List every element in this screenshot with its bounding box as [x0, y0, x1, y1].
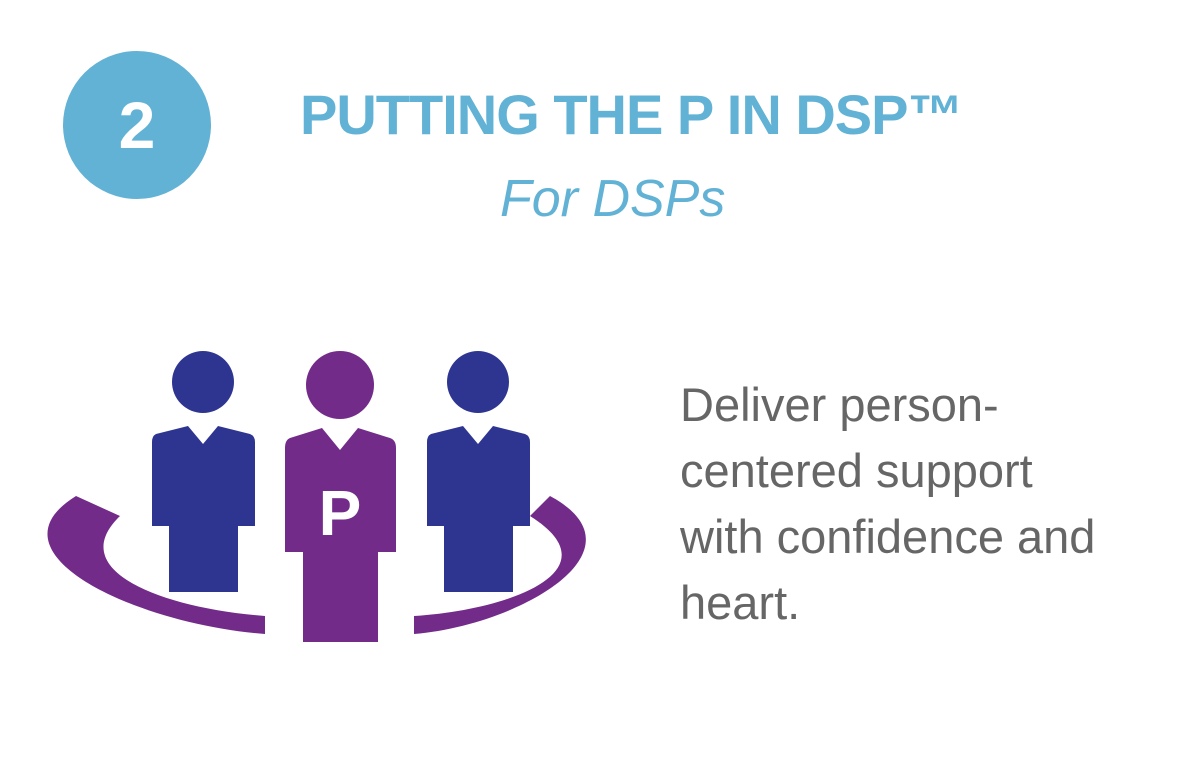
person-icon-left [152, 351, 255, 592]
person-centered-illustration: P [47, 351, 586, 642]
person-icon-center: P [285, 351, 396, 642]
step-number-badge: 2 [63, 51, 211, 199]
person-icon-right [427, 351, 530, 592]
description-text: Deliver person-centered support with con… [680, 378, 1096, 629]
ring-icon [47, 496, 586, 634]
step-number: 2 [118, 88, 156, 162]
center-letter: P [319, 477, 362, 549]
page-title: PUTTING THE P IN DSP™ [300, 83, 963, 146]
page-subtitle: For DSPs [500, 170, 726, 228]
